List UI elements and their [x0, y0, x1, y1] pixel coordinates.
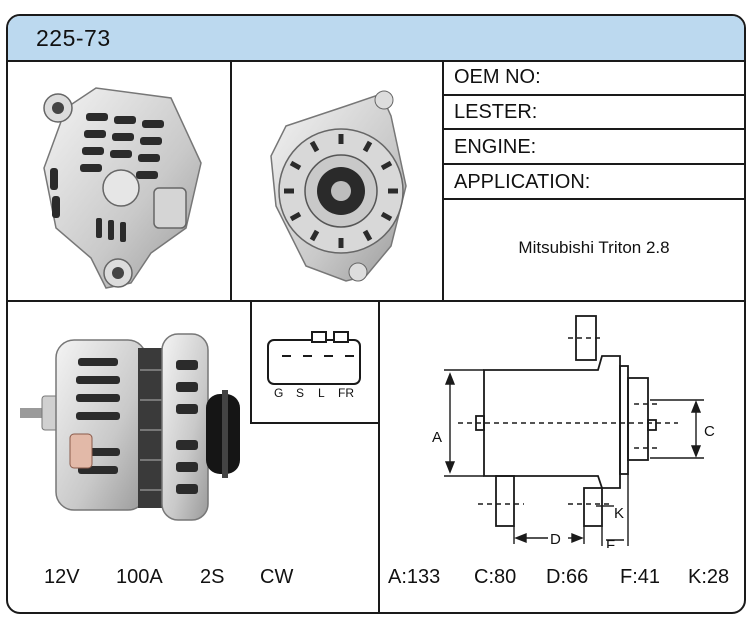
divider [8, 300, 744, 302]
divider [442, 198, 744, 200]
connector-pin-label: S [296, 386, 305, 400]
rotation-spec: CW [260, 566, 294, 588]
connector-pin-label: L [318, 386, 325, 400]
alternator-side-view-image [20, 333, 240, 521]
divider [250, 302, 252, 424]
connector-pin-label: FR [338, 386, 354, 400]
dimension-d-value: D:66 [546, 566, 589, 588]
oem-no-label: OEM NO: [454, 66, 541, 88]
dimension-label-a: A [432, 429, 442, 446]
lester-label: LESTER: [454, 101, 538, 123]
divider [250, 422, 380, 424]
application-label: APPLICATION: [454, 171, 591, 193]
dimension-a-value: A:133 [388, 566, 441, 588]
dimension-f-value: F:41 [620, 566, 661, 588]
divider [442, 94, 744, 96]
alternator-front-view-image [270, 90, 407, 282]
alternator-rear-view-image [43, 87, 202, 289]
divider [230, 60, 232, 300]
dimension-label-d: D [550, 531, 561, 548]
card-header: 225-73 [8, 16, 744, 62]
divider [442, 60, 444, 300]
dimension-label-f: F [606, 537, 615, 548]
amperage-spec: 100A [116, 566, 163, 588]
part-number: 225-73 [36, 25, 111, 51]
dimension-c-value: C:80 [474, 566, 517, 588]
connector-pin-label: G [274, 386, 284, 400]
product-card: 225-73 OEM NO: LESTER: ENGINE: APPLICATI… [6, 14, 746, 614]
dimension-k-value: K:28 [688, 566, 730, 588]
connector-diagram [267, 331, 361, 385]
pulley-spec: 2S [200, 566, 225, 588]
voltage-spec: 12V [44, 566, 80, 588]
divider [442, 128, 744, 130]
engine-label: ENGINE: [454, 136, 537, 158]
dimension-label-k: K [614, 505, 624, 522]
dimension-drawing: A C D K F [432, 315, 715, 548]
divider [378, 302, 380, 612]
divider [442, 163, 744, 165]
application-value: Mitsubishi Triton 2.8 [518, 238, 670, 257]
dimension-label-c: C [704, 423, 715, 440]
